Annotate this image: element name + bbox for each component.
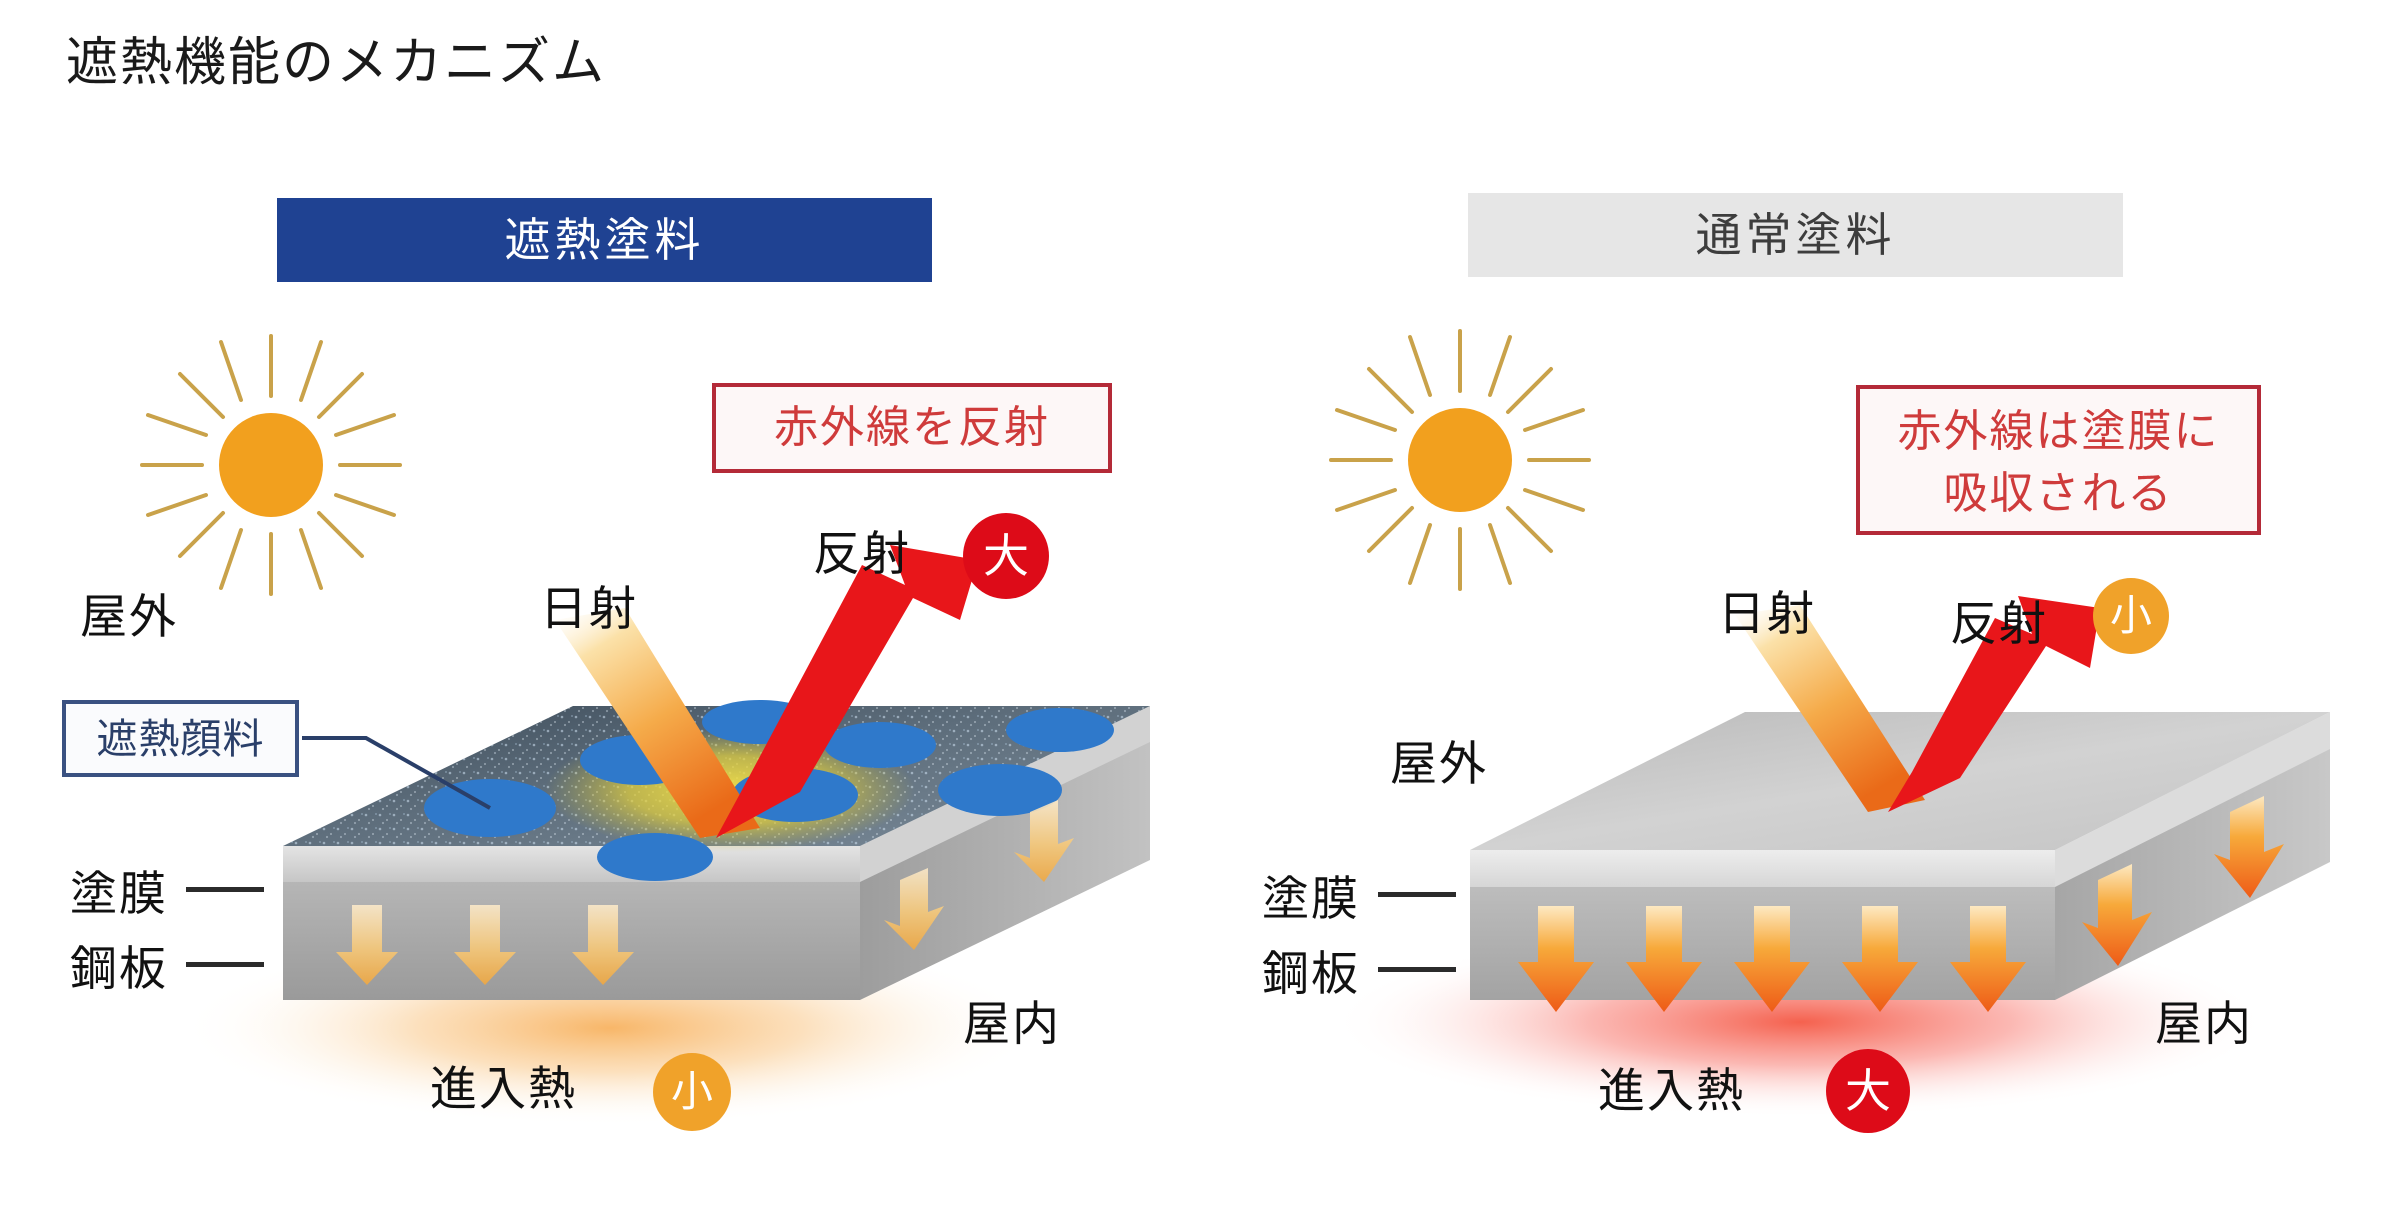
- right-film-front: [1470, 850, 2055, 887]
- left-steel-side: [860, 740, 1150, 1000]
- left-heat-arrows-front: [336, 905, 634, 985]
- leader-line-icon: [186, 962, 264, 967]
- label-indoor-right: 屋内: [2155, 997, 2253, 1050]
- callout-right-line2: 吸収される: [1943, 469, 2174, 518]
- label-coating-film-left: 塗膜: [70, 855, 264, 924]
- badge-reflection-large: 大: [963, 513, 1049, 599]
- panel-banner-normal-paint: 通常塗料: [1468, 193, 2123, 277]
- left-under-glow: [180, 930, 1040, 1126]
- left-heat-arrows-side: [884, 800, 1074, 950]
- badge-reflection-small: 小: [2093, 578, 2169, 654]
- left-coating-top: [283, 706, 1150, 846]
- leader-line-icon: [1378, 892, 1456, 897]
- left-solar-beam: [555, 608, 760, 838]
- label-coating-film-right: 塗膜: [1262, 860, 1456, 929]
- callout-right-line1: 赤外線は塗膜に: [1897, 407, 2220, 456]
- label-coating-film-right-text: 塗膜: [1262, 872, 1360, 925]
- right-steel-side: [2055, 747, 2330, 1000]
- sun-icon: [1325, 325, 1595, 595]
- label-outdoor-right: 屋外: [1390, 737, 1488, 790]
- left-reflection-arrow: [716, 545, 978, 838]
- left-pigment-leader: [302, 736, 491, 810]
- left-film-front: [283, 846, 860, 882]
- label-outdoor-left: 屋外: [80, 590, 178, 643]
- callout-heat-shield-pigment: 遮熱顔料: [62, 700, 299, 777]
- callout-reflect-infrared: 赤外線を反射: [712, 383, 1112, 473]
- badge-entering-heat-small: 小: [653, 1053, 731, 1131]
- label-entering-heat-right: 進入熱: [1598, 1064, 1745, 1117]
- left-pigment-particles: [424, 700, 1114, 881]
- panel-banner-heat-shield: 遮熱塗料: [277, 198, 932, 282]
- right-heat-arrows-front: [1518, 906, 2026, 1012]
- label-solar-right: 日射: [1718, 587, 1816, 640]
- left-hotspot: [545, 728, 915, 852]
- callout-absorb-infrared: 赤外線は塗膜に 吸収される: [1856, 385, 2261, 535]
- label-entering-heat-left: 進入熱: [430, 1062, 577, 1115]
- right-heat-arrows-side: [2082, 796, 2284, 966]
- right-under-glow: [1330, 926, 2270, 1118]
- label-coating-film-left-text: 塗膜: [70, 867, 168, 920]
- label-steel-plate-left-text: 鋼板: [70, 942, 168, 995]
- label-steel-plate-left: 鋼板: [70, 930, 264, 999]
- left-film-side: [860, 706, 1150, 882]
- label-indoor-left: 屋内: [963, 997, 1061, 1050]
- label-reflection-left: 反射: [813, 527, 911, 580]
- left-coating-speckle: [283, 706, 1150, 846]
- sun-icon: [136, 330, 406, 600]
- page-title: 遮熱機能のメカニズム: [66, 34, 607, 92]
- leader-line-icon: [186, 887, 264, 892]
- label-steel-plate-right-text: 鋼板: [1262, 947, 1360, 1000]
- badge-entering-heat-large: 大: [1826, 1049, 1910, 1133]
- right-film-side: [2055, 712, 2330, 887]
- label-reflection-right: 反射: [1950, 597, 2048, 650]
- label-solar-left: 日射: [540, 582, 638, 635]
- left-steel-front: [283, 880, 860, 1000]
- leader-line-icon: [1378, 967, 1456, 972]
- label-steel-plate-right: 鋼板: [1262, 935, 1456, 1004]
- right-steel-front: [1470, 885, 2055, 1000]
- right-coating-top: [1470, 712, 2330, 850]
